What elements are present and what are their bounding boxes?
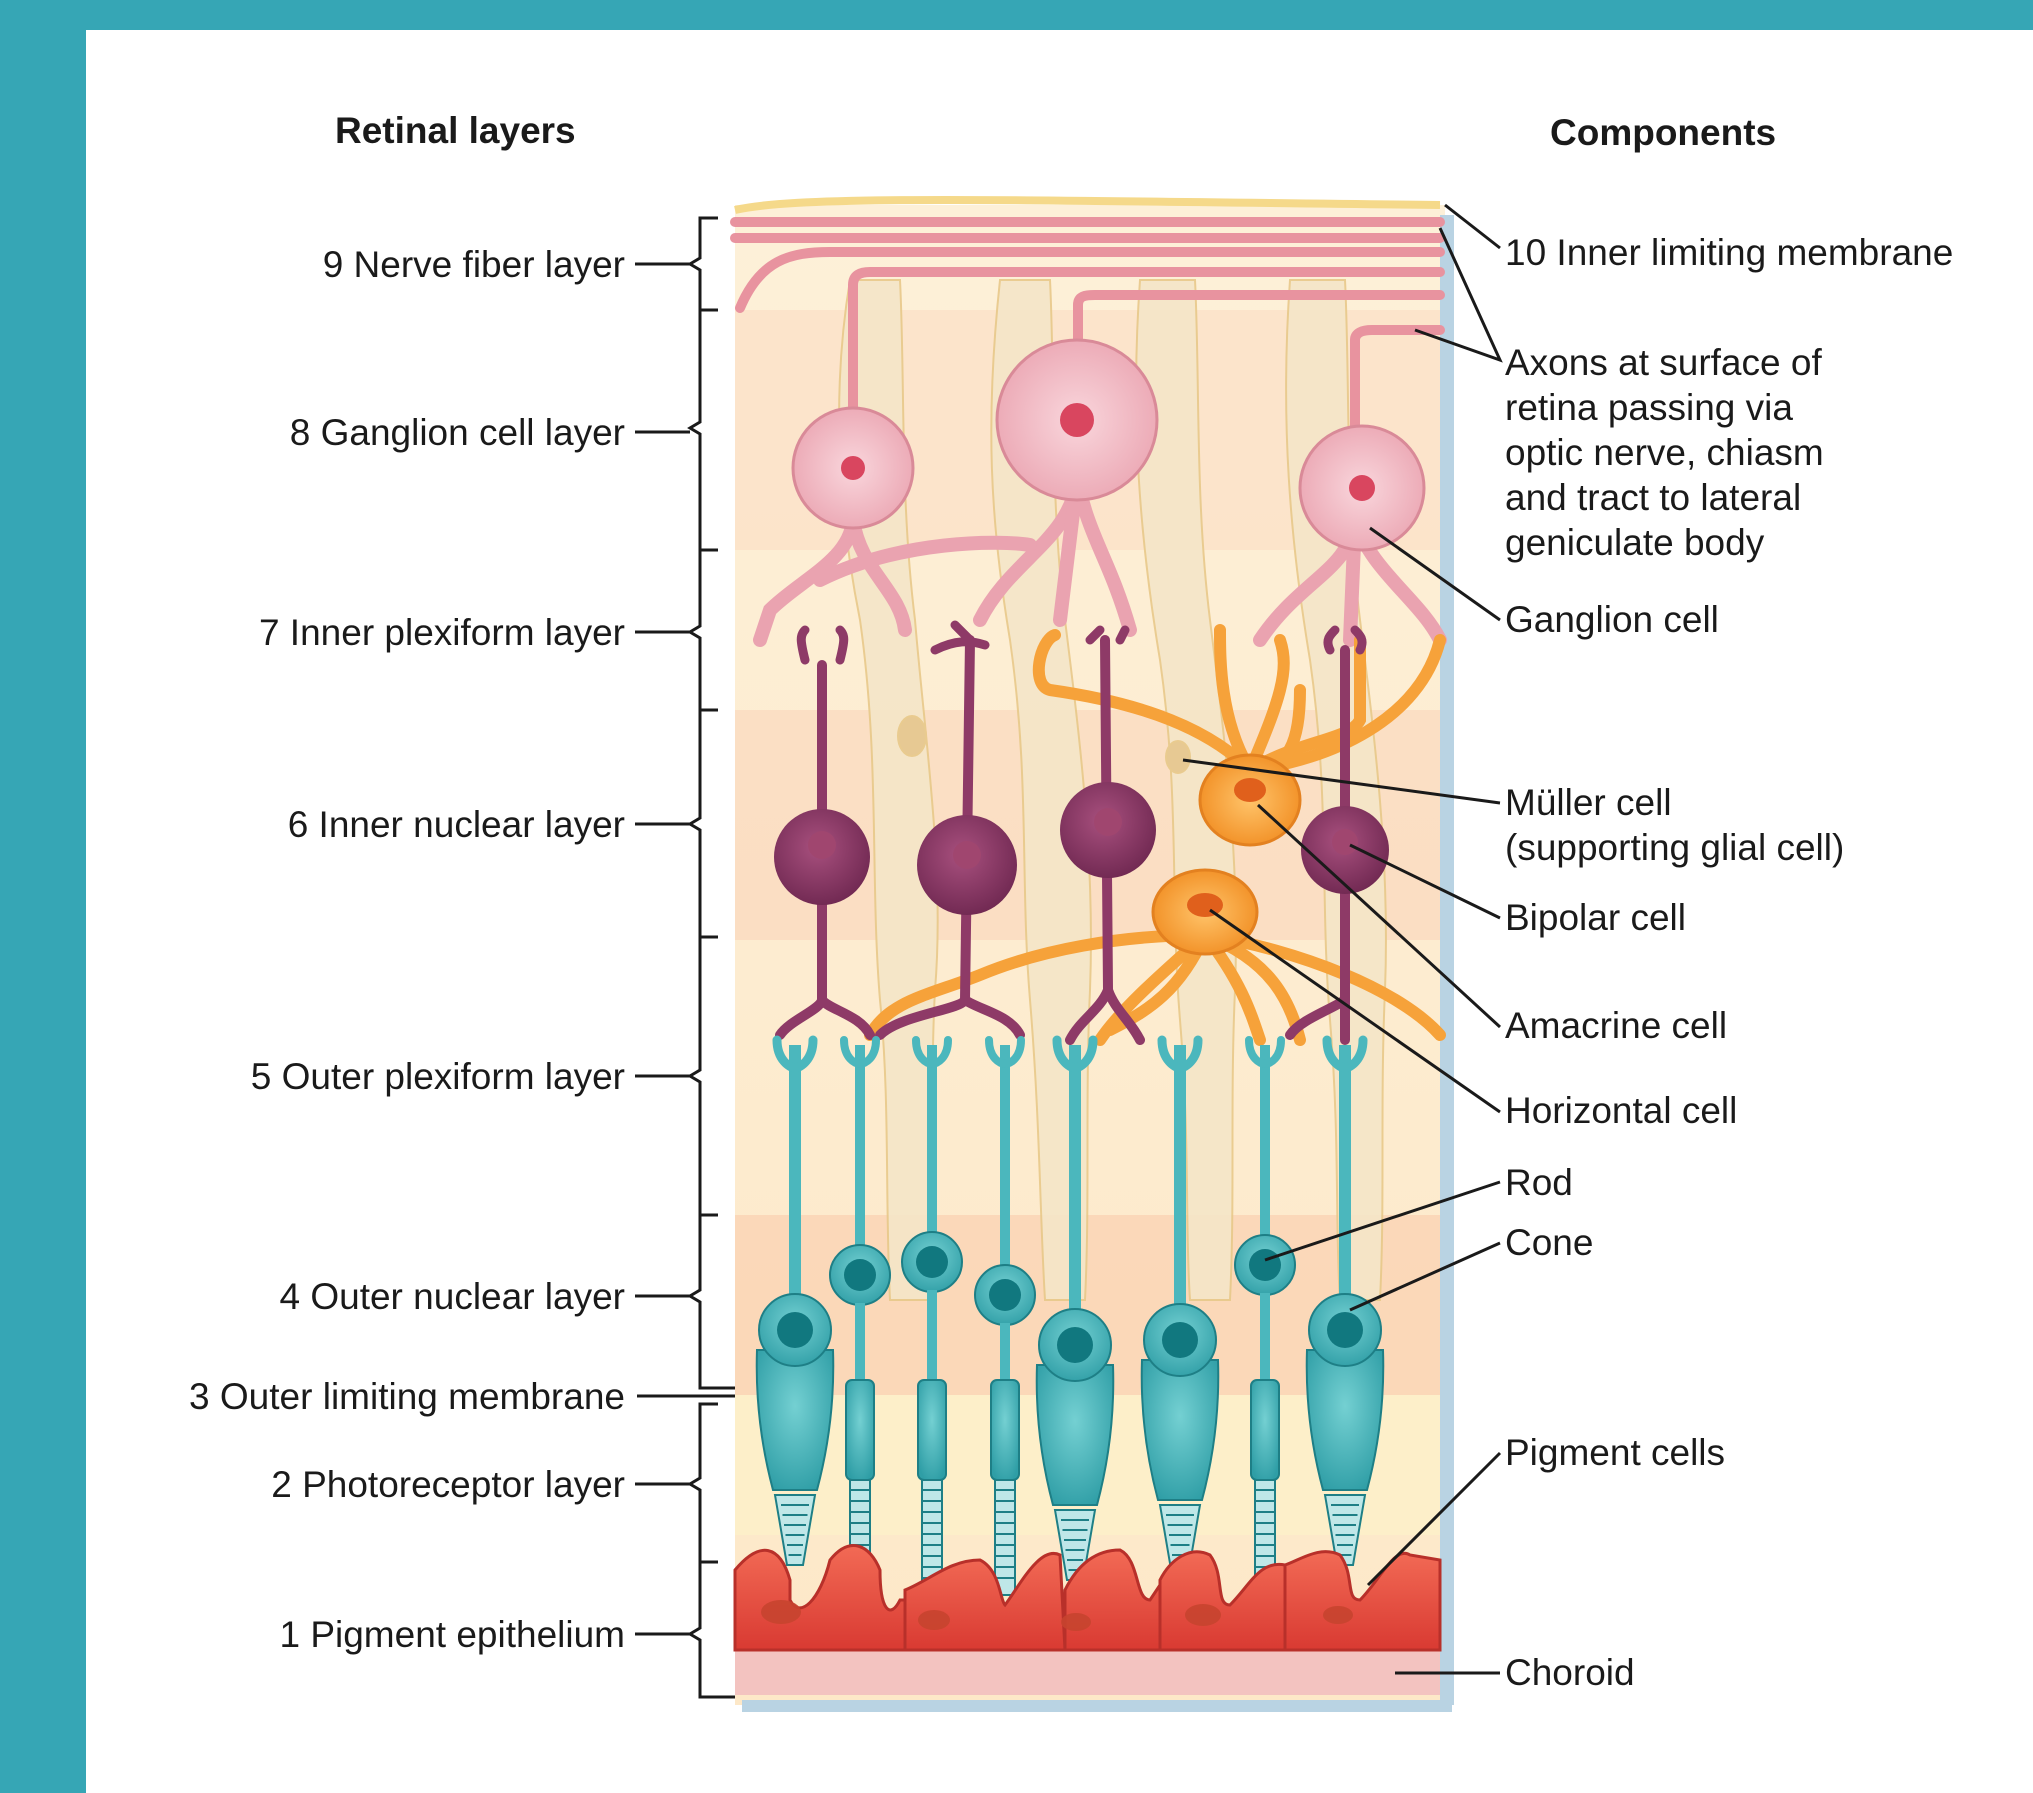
axons-line: optic nerve, chiasm	[1505, 430, 1824, 475]
component-label-axons: Axons at surface of retina passing via o…	[1505, 340, 1824, 565]
component-label-muller-cell: Müller cell (supporting glial cell)	[1505, 780, 1844, 870]
component-label-inner-limiting-membrane: 10 Inner limiting membrane	[1505, 230, 1953, 275]
layer-leader-lines	[635, 264, 735, 1634]
axons-line: and tract to lateral	[1505, 475, 1824, 520]
component-label-rod: Rod	[1505, 1160, 1573, 1205]
retinal-layers-header: Retinal layers	[335, 108, 576, 153]
component-label-horizontal-cell: Horizontal cell	[1505, 1088, 1737, 1133]
components-header: Components	[1550, 110, 1776, 155]
ganglion-cell	[997, 340, 1157, 500]
component-label-cone: Cone	[1505, 1220, 1593, 1265]
axons-line: geniculate body	[1505, 520, 1824, 565]
ganglion-cell	[1300, 426, 1424, 550]
component-label-bipolar-cell: Bipolar cell	[1505, 895, 1686, 940]
layer-label-ganglion-cell: 8 Ganglion cell layer	[290, 410, 625, 455]
component-label-ganglion-cell: Ganglion cell	[1505, 597, 1719, 642]
layer-label-outer-limiting-membrane: 3 Outer limiting membrane	[189, 1374, 625, 1419]
layer-label-outer-plexiform: 5 Outer plexiform layer	[251, 1054, 625, 1099]
ganglion-cell	[793, 408, 913, 528]
layer-brackets	[690, 218, 735, 1697]
component-label-pigment-cells: Pigment cells	[1505, 1430, 1725, 1475]
layer-label-inner-plexiform: 7 Inner plexiform layer	[259, 610, 625, 655]
layer-label-outer-nuclear: 4 Outer nuclear layer	[279, 1274, 625, 1319]
pigment-epithelium	[735, 1546, 1440, 1650]
component-label-choroid: Choroid	[1505, 1650, 1635, 1695]
axons-line: retina passing via	[1505, 385, 1824, 430]
muller-line: Müller cell	[1505, 780, 1844, 825]
layer-label-inner-nuclear: 6 Inner nuclear layer	[288, 802, 625, 847]
axons-line: Axons at surface of	[1505, 340, 1824, 385]
component-label-amacrine-cell: Amacrine cell	[1505, 1003, 1727, 1048]
muller-line: (supporting glial cell)	[1505, 825, 1844, 870]
layer-label-nerve-fiber: 9 Nerve fiber layer	[323, 242, 625, 287]
layer-label-pigment-epithelium: 1 Pigment epithelium	[279, 1612, 625, 1657]
layer-label-photoreceptor: 2 Photoreceptor layer	[271, 1462, 625, 1507]
